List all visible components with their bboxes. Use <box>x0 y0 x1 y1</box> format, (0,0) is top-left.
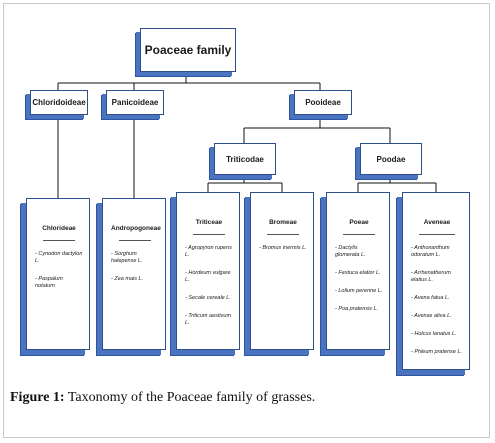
node-label: Panicoideae <box>111 98 159 107</box>
tribe-card-aveneae: Aveneae - Anthoxanthum odoratum L. - Arr… <box>402 192 470 370</box>
species-item: - Triticum aestivum L. <box>185 313 232 326</box>
species-item: - Paspalum notatum <box>35 276 63 289</box>
tribe-divider <box>193 234 225 235</box>
species-item: - Zea mais L. <box>111 276 144 282</box>
figure-caption: Figure 1: Taxonomy of the Poaceae family… <box>10 390 315 406</box>
node-label: Triticodae <box>226 154 264 164</box>
tribe-divider <box>119 240 151 241</box>
caption-label: Figure 1: <box>10 390 65 405</box>
tribe-card-andropogoneae: Andropogoneae - Sorghum halepense L. - Z… <box>102 198 166 350</box>
species-item: - Dactylis glomerata L. <box>335 245 366 258</box>
species-item: - Hordeum vulgare L. <box>185 270 231 283</box>
tribe-title: Chlorideae <box>42 225 76 232</box>
species-item: - Lolium perenne L. <box>335 288 383 294</box>
node-panicoideae: Panicoideae <box>106 90 164 115</box>
species-item: - Anthoxanthum odoratum L. <box>411 245 450 258</box>
species-item: - Holcus lanatus L. <box>411 331 457 337</box>
tribe-card-poeae: Poeae - Dactylis glomerata L. - Festuca … <box>326 192 390 350</box>
species-item: - Avenas ativa L. <box>411 313 452 319</box>
tribe-title: Poeae <box>349 219 369 226</box>
node-poodae: Poodae <box>360 143 422 175</box>
node-pooideae: Pooideae <box>294 90 352 115</box>
tribe-card-triticeae: Triticeae - Agropyron rupens L. - Hordeu… <box>176 192 240 350</box>
root-node-poaceae-family: Poaceae family <box>140 28 236 72</box>
species-item: - Secale cereale L. <box>185 295 231 301</box>
tribe-card-bromeae: Bromeae - Bromus inermis L. <box>250 192 314 350</box>
species-item: - Festuca elatior L. <box>335 270 381 276</box>
tribe-divider <box>267 234 299 235</box>
species-item: - Poa pratensis L. <box>335 306 379 312</box>
node-triticodae: Triticodae <box>214 143 276 175</box>
node-label: Pooideae <box>305 98 341 107</box>
tribe-divider <box>419 234 455 235</box>
tribe-divider <box>343 234 375 235</box>
tribe-title: Aveneae <box>423 219 451 226</box>
node-chloridoideae: Chloridoideae <box>30 90 88 115</box>
caption-text: Taxonomy of the Poaceae family of grasse… <box>64 390 316 405</box>
species-list: - Bromus inermis L. <box>259 245 307 252</box>
species-item: - Sorghum halepense L. <box>111 251 143 264</box>
species-list: - Anthoxanthum odoratum L. - Arrhenather… <box>411 245 463 356</box>
species-item: - Phleum pratense L. <box>411 349 463 355</box>
tribe-card-chlorideae: Chlorideae - Cynodon dactylon L. - Paspa… <box>26 198 90 350</box>
node-label: Chloridoideae <box>32 98 86 107</box>
node-label: Poodae <box>376 154 406 164</box>
species-list: - Agropyron rupens L. - Hordeum vulgare … <box>185 245 233 327</box>
tribe-title: Andropogoneae <box>111 225 161 232</box>
species-item: - Agropyron rupens L. <box>185 245 232 258</box>
tribe-title: Triticeae <box>195 219 223 226</box>
root-node-label: Poaceae family <box>144 43 232 57</box>
species-item: - Bromus inermis L. <box>259 245 307 251</box>
species-list: - Sorghum halepense L. - Zea mais L. <box>111 251 159 283</box>
species-list: - Dactylis glomerata L. - Festuca elatio… <box>335 245 383 313</box>
tribe-divider <box>43 240 75 241</box>
species-item: - Avena fatua L. <box>411 295 450 301</box>
figure-frame <box>3 3 490 438</box>
species-item: - Arrhenatherum elatius L. <box>411 270 451 283</box>
tribe-title: Bromeae <box>269 219 297 226</box>
species-list: - Cynodon dactylon L. - Paspalum notatum <box>35 251 83 290</box>
species-item: - Cynodon dactylon L. <box>35 251 83 264</box>
